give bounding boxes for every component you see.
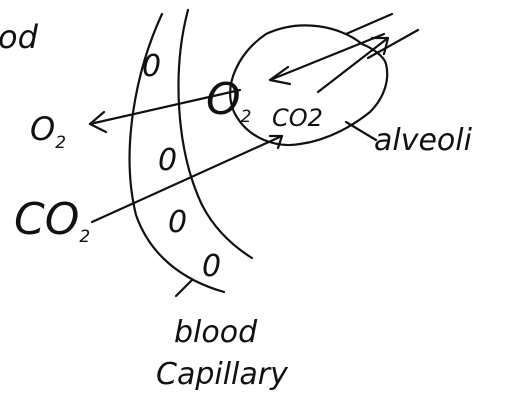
alveoli-label: alveoli — [374, 123, 473, 158]
arrow-into-alveolus — [268, 32, 386, 82]
oxygen-out-arrow-head — [88, 110, 108, 134]
oxygen-out-label: O2 — [30, 110, 66, 153]
blood-cell-2: 0 — [158, 143, 177, 178]
arrow-out-of-alveolus — [316, 36, 390, 94]
alveolus-outline — [229, 24, 389, 146]
arrow-out-of-alveolus-head — [370, 36, 390, 56]
capillary-outer-wall — [128, 12, 226, 294]
oxygen-out-arrow — [88, 88, 242, 126]
blood-cell-1: 0 — [142, 49, 161, 84]
airway-lower-wall — [366, 28, 420, 60]
capillary-label-line1: blood — [174, 315, 258, 350]
co2-in-arrow-head — [268, 134, 284, 150]
alveoli-pointer — [344, 120, 378, 142]
top-left-fragment: od — [0, 18, 39, 56]
blood-cell-3: 0 — [168, 205, 187, 240]
capillary-inner-wall — [177, 8, 254, 260]
arrow-into-alveolus-head — [268, 65, 292, 86]
co2-in-label: CO2 — [14, 194, 90, 247]
co2-in-arrow — [90, 134, 284, 224]
cell-tail — [174, 278, 194, 298]
airway-upper-wall — [344, 12, 394, 36]
blood-cell-4: 0 — [202, 249, 221, 284]
alveolus-co2-label: CO2 — [272, 104, 323, 132]
oxygen-in-capillary: O2 — [206, 74, 251, 127]
capillary-label-line2: Capillary — [156, 357, 289, 392]
